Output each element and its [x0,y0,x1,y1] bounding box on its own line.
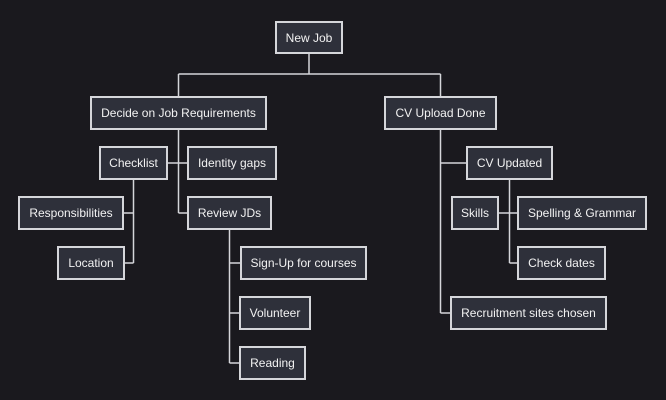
node-recruitment-sites-chosen[interactable]: Recruitment sites chosen [450,296,607,330]
node-label: Review JDs [197,206,262,220]
node-new-job[interactable]: New Job [275,21,343,54]
node-label: CV Updated [476,156,543,170]
node-review-jds[interactable]: Review JDs [187,196,272,230]
node-skills[interactable]: Skills [451,196,499,230]
node-label: Identity gaps [197,156,267,170]
node-location[interactable]: Location [57,246,125,280]
node-label: Responsibilities [29,206,113,220]
node-label: Decide on Job Requirements [101,106,256,120]
node-label: Location [68,256,114,270]
node-volunteer[interactable]: Volunteer [239,296,311,330]
node-cv-updated[interactable]: CV Updated [466,146,553,180]
node-label: Volunteer [249,306,301,320]
node-label: Checklist [109,156,158,170]
node-label: Recruitment sites chosen [461,306,596,320]
node-label: Sign-Up for courses [250,256,357,270]
node-label: CV Upload Done [395,106,486,120]
node-checklist[interactable]: Checklist [99,146,168,180]
node-label: New Job [285,30,333,45]
node-identity-gaps[interactable]: Identity gaps [187,146,277,180]
node-label: Spelling & Grammar [527,206,637,220]
node-label: Check dates [528,256,595,270]
node-responsibilities[interactable]: Responsibilities [18,196,124,230]
node-check-dates[interactable]: Check dates [517,246,606,280]
node-cv-upload-done[interactable]: CV Upload Done [384,96,497,130]
node-decide-on-job-requirements[interactable]: Decide on Job Requirements [90,96,267,130]
node-spelling-grammar[interactable]: Spelling & Grammar [517,196,647,230]
node-label: Skills [460,206,489,220]
node-reading[interactable]: Reading [239,346,306,380]
node-label: Reading [250,356,295,370]
node-sign-up-for-courses[interactable]: Sign-Up for courses [240,246,367,280]
